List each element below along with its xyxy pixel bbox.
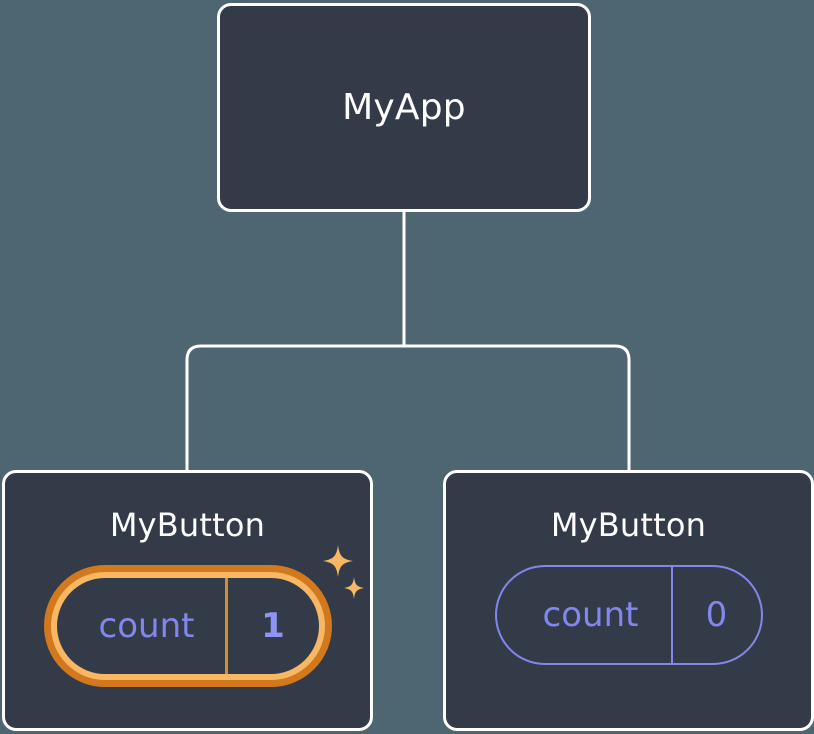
state-pill-wrapper: count 1 bbox=[43, 545, 364, 687]
node-title: MyApp bbox=[342, 86, 466, 128]
state-value: 0 bbox=[670, 567, 761, 663]
node-mybutton-right[interactable]: MyButton count 0 bbox=[443, 470, 814, 731]
state-key: count bbox=[542, 595, 639, 635]
state-pill-inner: count 1 bbox=[56, 578, 319, 674]
state-pill-wrapper: count 0 bbox=[494, 565, 763, 665]
sparkle-icon-small bbox=[343, 577, 364, 599]
node-title: MyButton bbox=[109, 506, 266, 544]
node-mybutton-left[interactable]: MyButton count 1 bbox=[2, 470, 373, 731]
connector-children-bar bbox=[185, 344, 631, 470]
state-pill[interactable]: count 0 bbox=[494, 565, 763, 665]
state-pill-highlighted[interactable]: count 1 bbox=[43, 565, 332, 687]
node-title: MyButton bbox=[550, 506, 707, 544]
state-key: count bbox=[98, 606, 195, 646]
state-value: 1 bbox=[224, 578, 319, 674]
node-myapp[interactable]: MyApp bbox=[217, 3, 591, 212]
sparkle-icon-large bbox=[322, 545, 353, 577]
